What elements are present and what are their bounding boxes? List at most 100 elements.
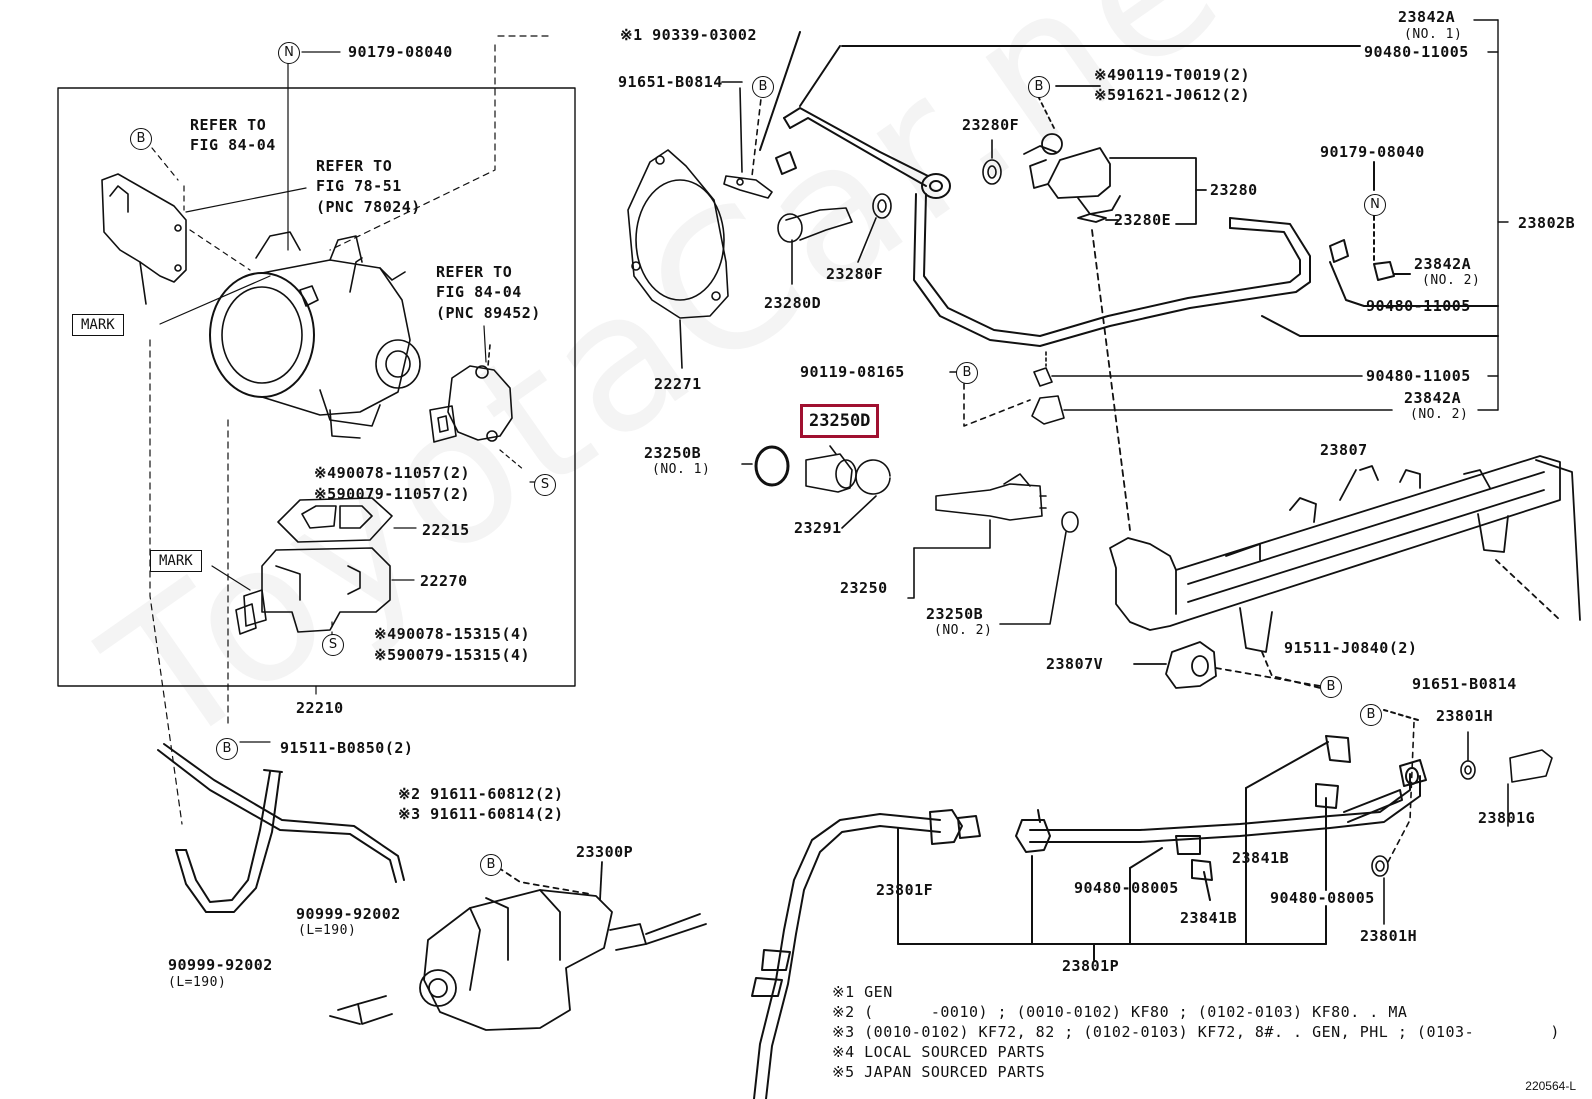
marker-b: B	[1320, 676, 1342, 698]
part-label[interactable]: 90480-08005	[1270, 889, 1375, 907]
part-label[interactable]: 23807V	[1046, 655, 1104, 673]
union-bolt-23801g-drawing	[1371, 721, 1553, 925]
part-label[interactable]: ※490078-15315(4)	[374, 625, 531, 643]
isc-valve-drawing	[235, 547, 391, 635]
footnote: ※1 GEN	[832, 983, 893, 1001]
marker-b: B	[1028, 76, 1050, 98]
part-label[interactable]: 23801P	[1062, 957, 1120, 975]
part-label[interactable]: 23841B	[1180, 909, 1238, 927]
part-label[interactable]: 23291	[794, 519, 842, 537]
marker-b: B	[130, 128, 152, 150]
throttle-sensor-drawing	[429, 344, 513, 443]
gasket-22215-drawing	[277, 497, 393, 543]
part-label[interactable]: 91651-B0814	[1412, 675, 1517, 693]
pressure-regulator-drawing	[1023, 85, 1207, 531]
footnote: ※5 JAPAN SOURCED PARTS	[832, 1063, 1046, 1081]
part-label[interactable]: 22215	[422, 521, 470, 539]
footnote: ※4 LOCAL SOURCED PARTS	[832, 1043, 1046, 1061]
marker-b: B	[216, 738, 238, 760]
part-label[interactable]: ※2 91611-60812(2)	[398, 785, 564, 803]
part-label[interactable]: 90480-11005	[1364, 43, 1469, 61]
refer-text: (PNC 78024)	[316, 198, 421, 216]
part-label[interactable]: 23801H	[1436, 707, 1494, 725]
part-label[interactable]: 90480-11005	[1366, 297, 1471, 315]
pipe-23842a-drawing	[759, 31, 1361, 199]
part-label[interactable]: 23801F	[876, 881, 934, 899]
part-label[interactable]: 23250B	[926, 605, 984, 623]
part-label[interactable]: 91651-B0814	[618, 73, 723, 91]
part-label[interactable]: 23280E	[1114, 211, 1172, 229]
marker-s: S	[534, 474, 556, 496]
clamp-23842a-drawing	[949, 351, 1393, 427]
damper-23807v-drawing	[1133, 641, 1321, 689]
part-label[interactable]: 91511-B0850(2)	[280, 739, 414, 757]
part-label[interactable]: 90480-11005	[1366, 367, 1471, 385]
part-label[interactable]: 22270	[420, 572, 468, 590]
part-label[interactable]: 23842A	[1404, 389, 1462, 407]
part-label[interactable]: 23280D	[764, 294, 822, 312]
part-label[interactable]: 90999-92002	[168, 956, 273, 974]
part-label[interactable]: 23802B	[1518, 214, 1576, 232]
marker-n: N	[278, 42, 300, 64]
sensor-23300p-drawing	[329, 861, 707, 1031]
part-label[interactable]: ※1 90339-03002	[620, 26, 757, 44]
part-label[interactable]: 23842A	[1414, 255, 1472, 273]
part-label[interactable]: ※591621-J0612(2)	[1094, 86, 1251, 104]
part-label[interactable]: 22210	[296, 699, 344, 717]
part-label[interactable]: ※590079-15315(4)	[374, 646, 531, 664]
part-label[interactable]: 23841B	[1232, 849, 1290, 867]
marker-b: B	[956, 362, 978, 384]
part-label[interactable]: ※3 91611-60814(2)	[398, 805, 564, 823]
part-label[interactable]: 23801H	[1360, 927, 1418, 945]
bracket-drawing	[101, 173, 187, 305]
part-label[interactable]: 23250B	[644, 444, 702, 462]
part-label[interactable]: 90179-08040	[1320, 143, 1425, 161]
refer-text[interactable]: FIG 84-04	[190, 136, 276, 154]
refer-text: REFER TO	[316, 157, 393, 175]
highlighted-part-label[interactable]: 23250D	[800, 404, 880, 438]
marker-s: S	[322, 634, 344, 656]
part-sub: (NO. 1)	[1404, 27, 1463, 42]
footnote: ※2 ( -0010) ; (0010-0102) KF80 ; (0102-0…	[832, 1003, 1408, 1021]
marker-b: B	[1360, 704, 1382, 726]
right-bracket-lines	[1473, 19, 1509, 411]
part-label[interactable]: 23280F	[962, 116, 1020, 134]
fuel-pipe-23802b-drawing	[913, 161, 1499, 347]
part-label[interactable]: 23801G	[1478, 809, 1536, 827]
fuel-pipe-23801p-drawing	[897, 735, 1427, 961]
part-label[interactable]: ※590079-11057(2)	[314, 485, 471, 503]
part-label[interactable]: 90179-08040	[348, 43, 453, 61]
part-label[interactable]: 91511-J0840(2)	[1284, 639, 1418, 657]
part-label[interactable]: 23842A	[1398, 8, 1456, 26]
part-sub: (NO. 2)	[934, 623, 993, 638]
refer-text[interactable]: FIG 78-51	[316, 177, 402, 195]
union-bolt-drawing	[777, 139, 1002, 285]
mark-label: MARK	[72, 314, 124, 336]
part-label[interactable]: ※490119-T0019(2)	[1094, 66, 1251, 84]
part-label[interactable]: 90999-92002	[296, 905, 401, 923]
part-label[interactable]: 90119-08165	[800, 363, 905, 381]
part-label[interactable]: 23807	[1320, 441, 1368, 459]
part-label[interactable]: 90480-08005	[1074, 879, 1179, 897]
left-leader-lines	[149, 35, 553, 825]
part-label[interactable]: 23250	[840, 579, 888, 597]
hose-23801f-drawing	[751, 709, 1419, 1099]
part-label[interactable]: 23280F	[826, 265, 884, 283]
fuel-rail-drawing	[1109, 455, 1581, 689]
mark-label: MARK	[150, 550, 202, 572]
hose-90999-92002-drawing	[157, 743, 405, 913]
part-label[interactable]: 23300P	[576, 843, 634, 861]
part-label[interactable]: ※490078-11057(2)	[314, 464, 471, 482]
gasket-22271-drawing	[627, 149, 729, 369]
refer-text[interactable]: FIG 84-04	[436, 283, 522, 301]
refer-text: REFER TO	[436, 263, 513, 281]
part-sub: (NO. 1)	[652, 462, 711, 477]
length-sub: (L=190)	[168, 975, 227, 990]
footnote: ※3 (0010-0102) KF72, 82 ; (0102-0103) KF…	[832, 1023, 1560, 1041]
marker-b: B	[480, 854, 502, 876]
part-label[interactable]: 23280	[1210, 181, 1258, 199]
throttle-body-drawing	[209, 231, 421, 439]
part-label[interactable]: 22271	[654, 375, 702, 393]
